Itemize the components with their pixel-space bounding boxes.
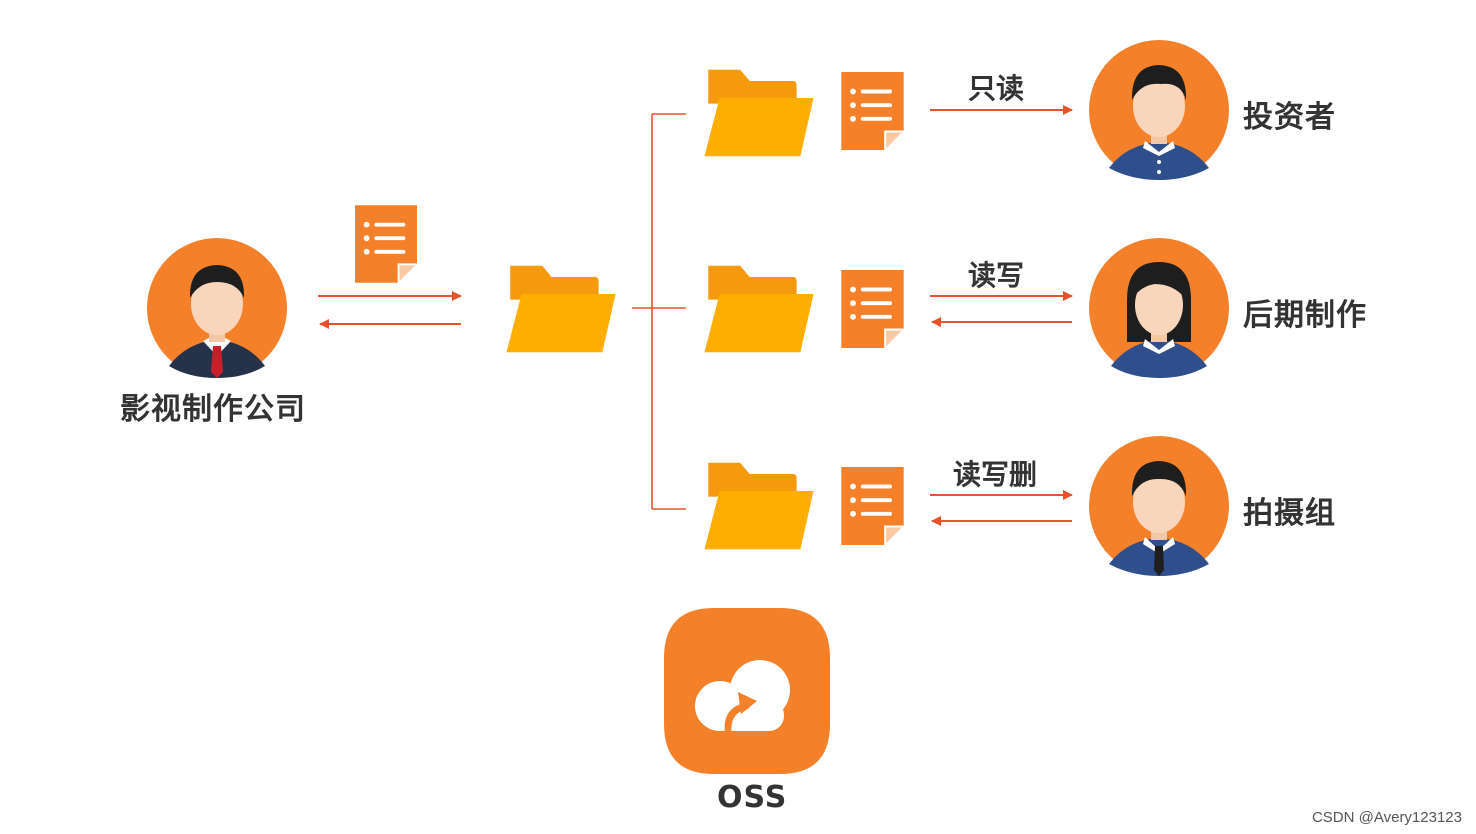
- document-icon: [841, 467, 904, 545]
- document-icon: [841, 270, 904, 348]
- watermark: CSDN @Avery123123: [1311, 809, 1462, 826]
- post-production-label: 后期制作: [1243, 298, 1367, 333]
- oss-logo-icon: [664, 608, 830, 774]
- oss-label: OSS: [717, 780, 788, 815]
- branch-connector: [632, 113, 686, 510]
- central-folder-icon: [506, 265, 616, 353]
- company-label: 影视制作公司: [120, 392, 306, 427]
- folder-icon: [704, 69, 814, 157]
- folder-icon: [704, 265, 814, 353]
- document-icon: [355, 205, 417, 283]
- permission-label-readonly: 只读: [968, 72, 1025, 105]
- document-icon: [841, 72, 904, 150]
- branch-row-investor: [704, 40, 1229, 180]
- branch-row-post-production: [704, 238, 1229, 378]
- shooting-crew-avatar-icon: [1089, 436, 1229, 576]
- shooting-crew-label: 拍摄组: [1243, 496, 1336, 531]
- investor-label: 投资者: [1243, 100, 1336, 135]
- branch-row-shooting-crew: [704, 436, 1229, 576]
- permission-label-readwrite: 读写: [968, 259, 1025, 292]
- folder-icon: [704, 462, 814, 550]
- company-avatar-icon: [147, 238, 287, 378]
- investor-avatar-icon: [1089, 40, 1229, 180]
- post-production-avatar-icon: [1089, 238, 1229, 378]
- permission-label-readwritedelete: 读写删: [953, 458, 1038, 491]
